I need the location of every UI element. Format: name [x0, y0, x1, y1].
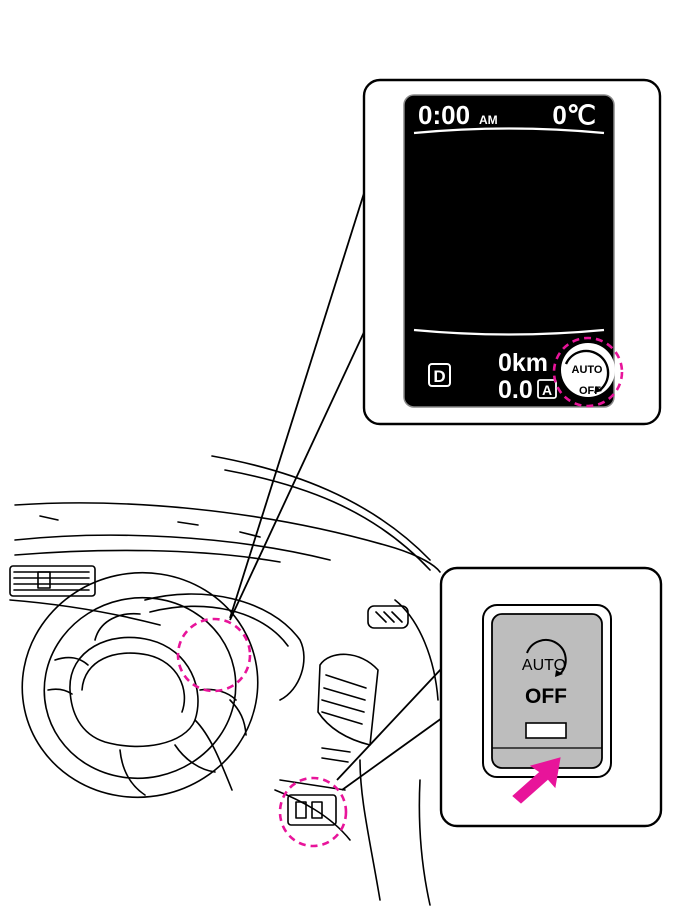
- odometer-value: 0km: [498, 349, 548, 377]
- callout-leaders: [229, 189, 443, 791]
- display-indicator-highlight: [552, 336, 624, 408]
- trip-letter-box: [537, 379, 557, 399]
- switch-indicator-light: [525, 722, 567, 739]
- auto-off-indicator-top: AUTO: [572, 364, 603, 376]
- meter-callout: 0:00 AM 0℃ D 0km 0.0 A AUTO OFF: [362, 78, 662, 426]
- screen-upper-arc: [413, 127, 605, 135]
- meter-highlight: [176, 617, 252, 693]
- meter-screen: [403, 94, 615, 408]
- auto-off-indicator-icon: [564, 349, 610, 391]
- switch-callout: AUTO OFF: [439, 566, 663, 828]
- switch-auto-arrow-icon: [526, 638, 567, 675]
- gear-box: [428, 363, 451, 387]
- screen-lower-arc: [413, 328, 605, 336]
- switch-off-label: OFF: [525, 685, 567, 708]
- switch-auto-label: AUTO: [522, 657, 566, 674]
- clock-time: 0:00: [418, 100, 470, 130]
- auto-off-indicator-bottom: OFF: [579, 385, 601, 397]
- outside-temperature: 0℃: [552, 100, 596, 130]
- dashboard-drawing: [9, 455, 441, 906]
- gear-position: D: [433, 367, 445, 386]
- switch-location-highlight: [278, 776, 348, 848]
- highlight-circles: [176, 336, 624, 848]
- trip-value: 0.0: [498, 376, 533, 404]
- clock-ampm: AM: [479, 113, 498, 127]
- trip-letter: A: [542, 382, 552, 398]
- press-arrow-icon: [512, 757, 561, 804]
